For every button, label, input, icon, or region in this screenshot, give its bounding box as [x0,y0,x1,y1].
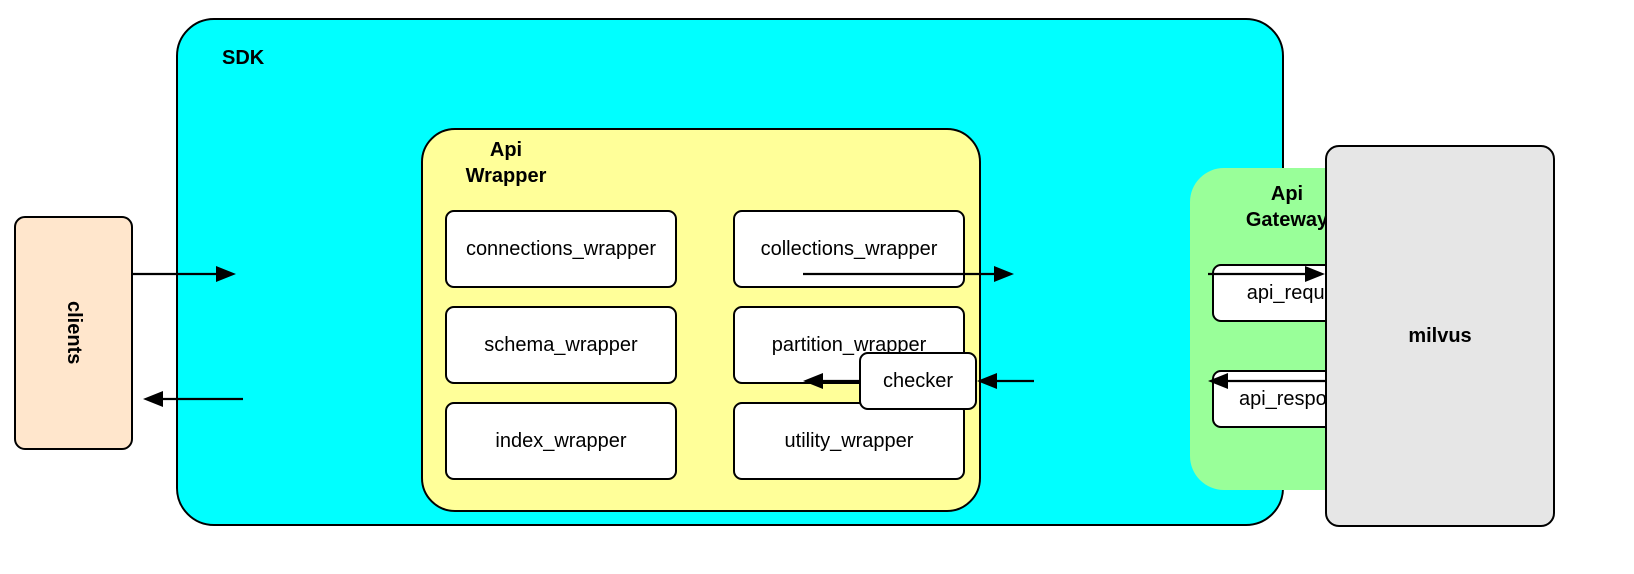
checker-box[interactable]: checker [859,352,977,410]
clients-label: clients [63,301,85,365]
sdk-container[interactable]: SDK Api Wrapper connections_wrapper coll… [176,18,1414,526]
wrapper-box-schema[interactable]: schema_wrapper [445,306,677,384]
milvus-label: milvus [1408,324,1472,347]
api-wrapper-label: Api Wrapper [465,139,547,187]
api-gateway-label: Api Gateway [1245,183,1329,231]
wrapper-box-connections[interactable]: connections_wrapper [445,210,677,288]
wrapper-box-collections[interactable]: collections_wrapper [733,210,965,288]
wrapper-box-index[interactable]: index_wrapper [445,402,677,480]
wrapper-box-utility[interactable]: utility_wrapper [733,402,965,480]
wrapper-box-partition[interactable]: partition_wrapper [733,306,965,384]
milvus-box[interactable]: milvus [1325,145,1555,527]
clients-box[interactable]: clients [14,216,133,450]
sdk-label: SDK [222,47,265,69]
api-wrapper-container[interactable]: Api Wrapper connections_wrapper collecti… [421,128,981,512]
